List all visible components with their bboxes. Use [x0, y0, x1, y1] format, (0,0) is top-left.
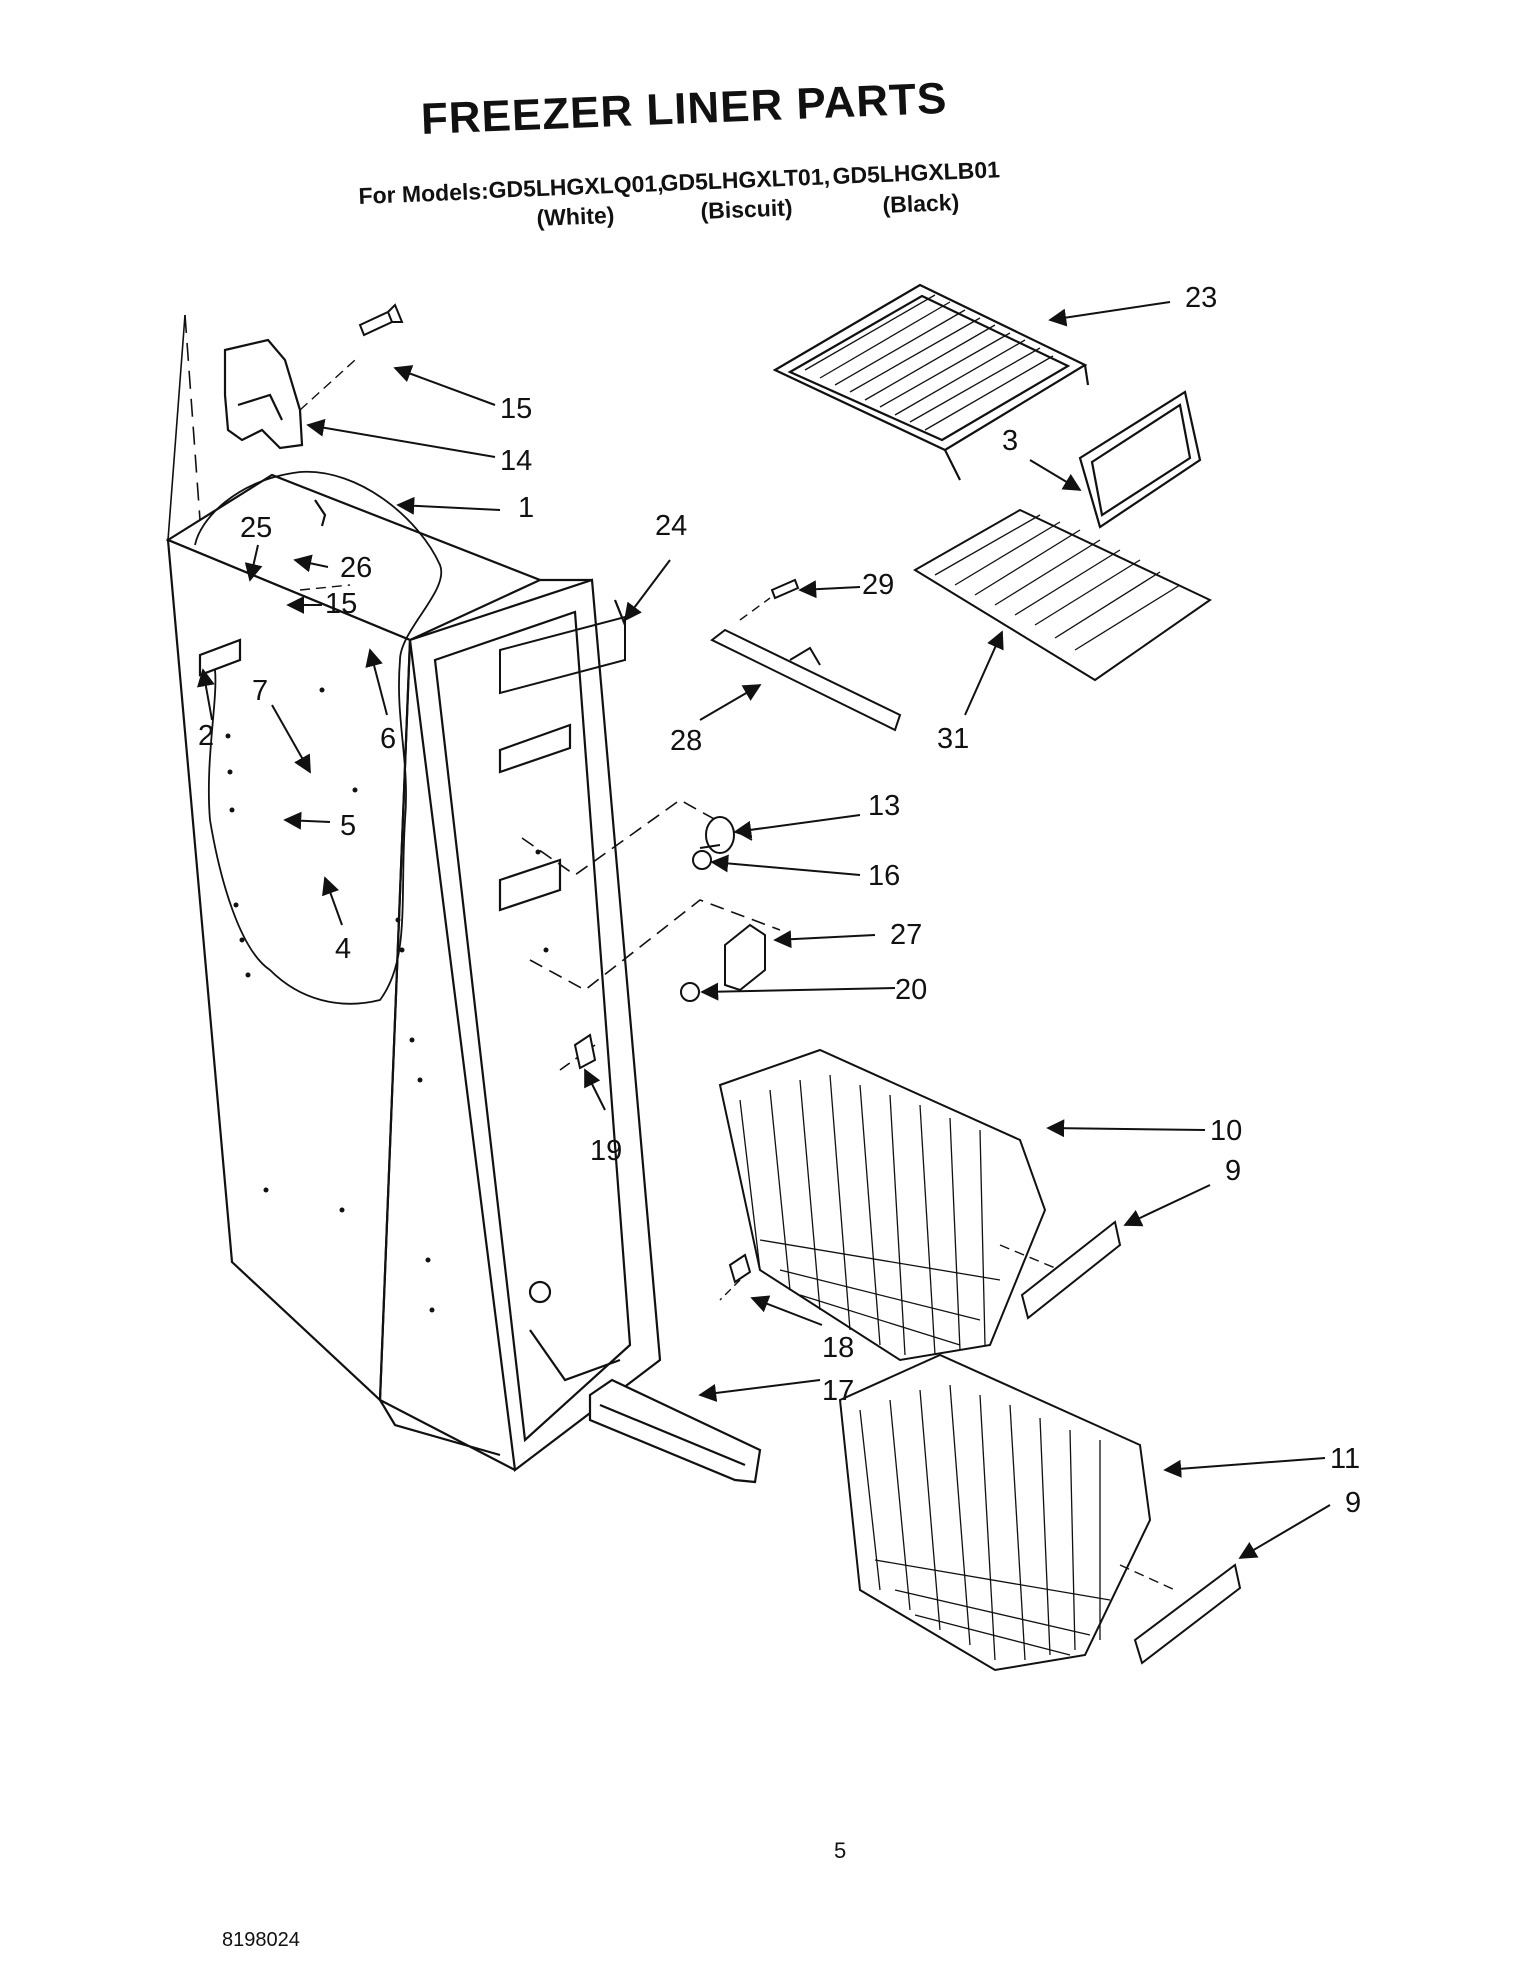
freezer-liner [165, 314, 781, 1473]
strip-part-24 [499, 615, 626, 695]
screw-part-15 [358, 303, 404, 337]
callout-23: 23 [1185, 282, 1217, 314]
callout-labels: 23 15 14 1 3 24 25 26 15 29 7 2 6 28 31 … [198, 282, 1361, 1519]
callout-16: 16 [868, 860, 900, 892]
basket-part-11 [838, 1353, 1176, 1672]
callout-19: 19 [590, 1135, 622, 1167]
document-number: 8198024 [222, 1929, 300, 1951]
callout-15-upper: 15 [500, 393, 532, 425]
screw-part-20 [680, 982, 700, 1002]
bracket-part-14 [223, 338, 356, 450]
callout-17: 17 [822, 1375, 854, 1407]
callout-15-lower: 15 [325, 588, 357, 620]
callout-2: 2 [198, 720, 214, 752]
rail-part-28 [710, 597, 902, 732]
callout-5: 5 [340, 810, 356, 842]
basket-part-10 [718, 1048, 1061, 1362]
callout-31: 31 [937, 723, 969, 755]
callout-11: 11 [1330, 1443, 1360, 1475]
callout-28: 28 [670, 725, 702, 757]
callout-24: 24 [655, 510, 687, 542]
callout-9-upper: 9 [1225, 1155, 1241, 1187]
callout-20: 20 [895, 974, 927, 1006]
clip-part-19 [573, 1033, 597, 1070]
frame-part-3 [1078, 390, 1202, 529]
cam-part-13 [699, 816, 735, 854]
callout-14: 14 [500, 445, 532, 477]
basket-trim-part-9-lower [1133, 1563, 1242, 1665]
callout-7: 7 [252, 675, 268, 707]
callout-1: 1 [518, 492, 534, 524]
basket-trim-part-9-upper [1020, 1220, 1122, 1320]
callout-3: 3 [1002, 425, 1018, 457]
cam-part-27 [724, 923, 766, 992]
shelf-part-23 [772, 283, 1090, 481]
screw-part-29 [770, 578, 800, 600]
nut-part-16 [692, 850, 712, 870]
callout-6: 6 [380, 723, 396, 755]
screw-part-18 [719, 1253, 752, 1301]
callout-9-lower: 9 [1345, 1487, 1361, 1519]
grille-part-17 [588, 1378, 762, 1484]
callout-13: 13 [868, 790, 900, 822]
callout-18: 18 [822, 1332, 854, 1364]
wire-shelf-part-31 [913, 508, 1212, 682]
callout-26: 26 [340, 552, 372, 584]
page-number: 5 [834, 1838, 847, 1863]
callout-10: 10 [1210, 1115, 1242, 1147]
callout-27: 27 [890, 919, 922, 951]
callout-29: 29 [862, 569, 894, 601]
callout-25: 25 [240, 512, 272, 544]
callout-4: 4 [335, 933, 351, 965]
leader-lines [197, 301, 1331, 1559]
